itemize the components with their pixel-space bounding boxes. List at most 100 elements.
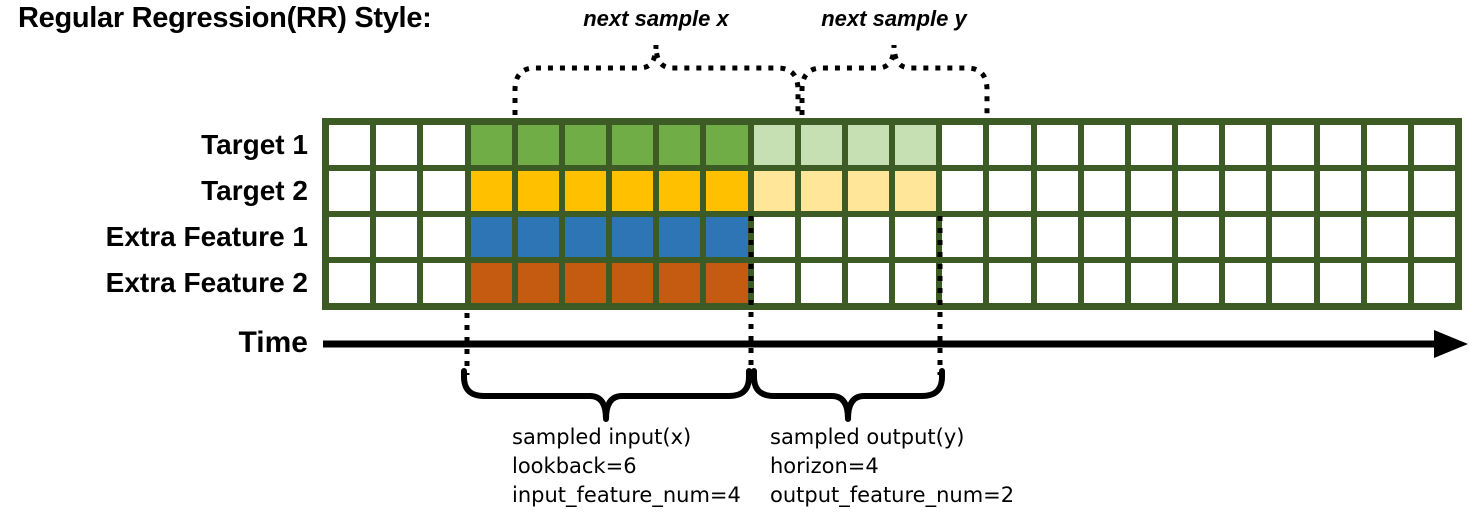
grid-cell-empty <box>329 217 371 257</box>
grid-cell-empty <box>942 263 984 303</box>
grid-cell-empty <box>989 125 1031 165</box>
grid-cell-empty <box>1083 125 1125 165</box>
grid-cell-empty <box>989 217 1031 257</box>
grid-cell-empty <box>942 171 984 211</box>
grid-cell-empty <box>1413 263 1455 303</box>
grid-cell-output <box>753 171 795 211</box>
row-label-extra-feature-1: Extra Feature 1 <box>105 221 308 252</box>
grid-cell-empty <box>1130 171 1172 211</box>
grid-cell-input <box>659 217 701 257</box>
grid-cell-input <box>612 217 654 257</box>
grid-cell-empty <box>753 217 795 257</box>
grid-cell-empty <box>1083 263 1125 303</box>
grid-cell-input <box>706 125 748 165</box>
grid-cell-empty <box>1036 217 1078 257</box>
grid-cell-empty <box>1272 263 1314 303</box>
grid-cell-empty <box>1178 125 1220 165</box>
page-title: Regular Regression(RR) Style: <box>18 2 432 34</box>
grid-cell-empty <box>1366 171 1408 211</box>
lookback-value: lookback=6 <box>512 454 637 478</box>
grid-cell-empty <box>1319 263 1361 303</box>
grid-cell-empty <box>1178 217 1220 257</box>
grid-cell-empty <box>1366 125 1408 165</box>
grid-cell-input <box>659 125 701 165</box>
grid-cell-empty <box>1319 125 1361 165</box>
grid-cell-input <box>612 171 654 211</box>
sampled-output-label: sampled output(y) <box>770 425 965 449</box>
next-sample-x-label: next sample x <box>583 6 729 31</box>
row-label-extra-feature-2: Extra Feature 2 <box>105 267 308 298</box>
grid-cell-empty <box>942 125 984 165</box>
grid-cell-output <box>895 125 937 165</box>
grid-cell-empty <box>1130 263 1172 303</box>
grid-cell-empty <box>1036 125 1078 165</box>
grid-cell-empty <box>1413 217 1455 257</box>
grid-cell-input <box>564 125 606 165</box>
grid-cell-empty <box>989 171 1031 211</box>
grid-cell-empty <box>989 263 1031 303</box>
grid-cell-empty <box>1178 263 1220 303</box>
grid-cell-empty <box>800 217 842 257</box>
grid-cell-empty <box>895 217 937 257</box>
grid-cell-empty <box>376 171 418 211</box>
sampled-output-brace <box>751 368 945 422</box>
grid-cell-output <box>847 171 889 211</box>
grid-cell-empty <box>1225 217 1267 257</box>
grid-cell-empty <box>1319 217 1361 257</box>
grid-cell-input <box>517 217 559 257</box>
grid-cell-empty <box>376 217 418 257</box>
grid-cell-empty <box>1272 217 1314 257</box>
sampled-input-caption: sampled input(x) lookback=6 input_featur… <box>512 423 741 510</box>
grid-cell-empty <box>1036 263 1078 303</box>
grid-cell-empty <box>376 263 418 303</box>
grid-cell-input <box>659 171 701 211</box>
time-axis-label: Time <box>238 326 308 359</box>
grid-cell-empty <box>1083 171 1125 211</box>
grid-cell-input <box>564 171 606 211</box>
grid-cell-empty <box>1130 217 1172 257</box>
grid-cell-input <box>706 171 748 211</box>
next-sample-y-label: next sample y <box>821 6 967 31</box>
grid-cell-input <box>612 125 654 165</box>
horizon-value: horizon=4 <box>770 454 879 478</box>
grid-cell-empty <box>423 125 465 165</box>
time-axis-arrowhead <box>1434 330 1468 358</box>
grid-cell-empty <box>1272 171 1314 211</box>
grid-cell-input <box>517 171 559 211</box>
input-feature-num-value: input_feature_num=4 <box>512 483 741 507</box>
grid-cell-output <box>800 171 842 211</box>
grid-cell-empty <box>1413 125 1455 165</box>
grid-cell-empty <box>1366 263 1408 303</box>
grid-cell-empty <box>329 125 371 165</box>
grid-cell-empty <box>376 125 418 165</box>
grid-cell-input <box>564 217 606 257</box>
grid-cell-output <box>847 125 889 165</box>
grid-cell-input <box>706 217 748 257</box>
grid-cell-empty <box>329 263 371 303</box>
grid-cell-empty <box>1036 171 1078 211</box>
sampled-input-label: sampled input(x) <box>512 425 692 449</box>
grid-cell-input <box>470 263 512 303</box>
grid-cell-empty <box>423 217 465 257</box>
grid-cell-input <box>470 125 512 165</box>
grid-cell-input <box>564 263 606 303</box>
grid-cell-empty <box>942 217 984 257</box>
grid-cell-empty <box>847 263 889 303</box>
grid-cell-empty <box>1225 263 1267 303</box>
grid-cell-empty <box>423 263 465 303</box>
grid-cell-empty <box>1083 217 1125 257</box>
grid-cell-input <box>470 171 512 211</box>
grid-cell-empty <box>1178 171 1220 211</box>
grid-cell-input <box>517 125 559 165</box>
grid-cell-empty <box>800 263 842 303</box>
grid-cell-empty <box>847 217 889 257</box>
grid-cell-input <box>659 263 701 303</box>
grid-cell-input <box>706 263 748 303</box>
grid-cell-output <box>800 125 842 165</box>
grid-cell-output <box>895 171 937 211</box>
grid-cell-empty <box>895 263 937 303</box>
grid-cell-empty <box>1130 125 1172 165</box>
grid-cell-empty <box>753 263 795 303</box>
